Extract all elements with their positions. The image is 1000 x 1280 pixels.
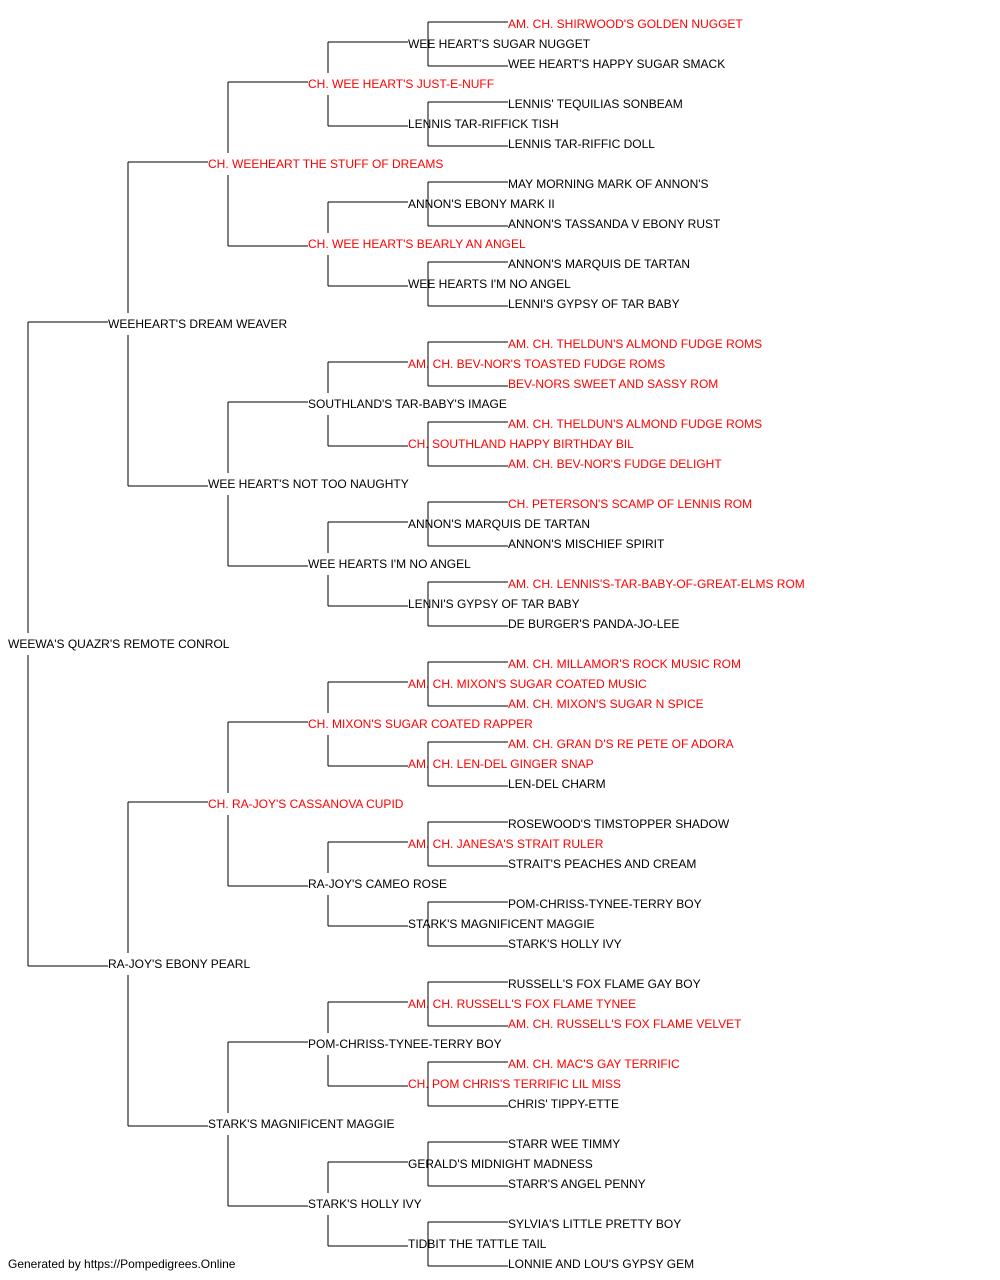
ancestor-name: DE BURGER'S PANDA-JO-LEE [508, 617, 679, 631]
ancestor-name: WEE HEARTS I'M NO ANGEL [408, 277, 571, 291]
ancestor-name: LEN-DEL CHARM [508, 777, 606, 791]
subject-dog-name: WEEWA'S QUAZR'S REMOTE CONROL [8, 637, 230, 651]
ancestor-name: POM-CHRISS-TYNEE-TERRY BOY [308, 1037, 502, 1051]
ancestor-name: CH. WEE HEART'S JUST-E-NUFF [308, 77, 494, 91]
ancestor-name: STARR'S ANGEL PENNY [508, 1177, 646, 1191]
ancestor-name: LENNIS TAR-RIFFIC DOLL [508, 137, 655, 151]
ancestor-name: RA-JOY'S EBONY PEARL [108, 957, 250, 971]
ancestor-name: BEV-NORS SWEET AND SASSY ROM [508, 377, 718, 391]
ancestor-name: LENNIS TAR-RIFFICK TISH [408, 117, 559, 131]
ancestor-name: AM. CH. MAC'S GAY TERRIFIC [508, 1057, 680, 1071]
ancestor-name: RUSSELL'S FOX FLAME GAY BOY [508, 977, 701, 991]
ancestor-name: WEE HEART'S HAPPY SUGAR SMACK [508, 57, 725, 71]
ancestor-name: WEE HEART'S NOT TOO NAUGHTY [208, 477, 409, 491]
ancestor-name: WEEHEART'S DREAM WEAVER [108, 317, 288, 331]
ancestor-name: ANNON'S MARQUIS DE TARTAN [408, 517, 590, 531]
ancestor-name: AM. CH. MIXON'S SUGAR COATED MUSIC [408, 677, 647, 691]
ancestor-name: ROSEWOOD'S TIMSTOPPER SHADOW [508, 817, 730, 831]
ancestor-name: WEE HEART'S SUGAR NUGGET [408, 37, 591, 51]
ancestor-name: MAY MORNING MARK OF ANNON'S [508, 177, 709, 191]
ancestor-name: AM. CH. JANESA'S STRAIT RULER [408, 837, 604, 851]
ancestor-name: CH. MIXON'S SUGAR COATED RAPPER [308, 717, 533, 731]
ancestor-name: ANNON'S EBONY MARK II [408, 197, 555, 211]
ancestor-name: STARK'S HOLLY IVY [308, 1197, 422, 1211]
ancestor-name: TIDBIT THE TATTLE TAIL [408, 1237, 547, 1251]
ancestor-name: LENNIS' TEQUILIAS SONBEAM [508, 97, 683, 111]
ancestor-name: AM. CH. MIXON'S SUGAR N SPICE [508, 697, 704, 711]
ancestor-name: AM. CH. BEV-NOR'S TOASTED FUDGE ROMS [408, 357, 665, 371]
ancestor-name: AM. CH. MILLAMOR'S ROCK MUSIC ROM [508, 657, 741, 671]
ancestor-name: AM. CH. BEV-NOR'S FUDGE DELIGHT [508, 457, 722, 471]
ancestor-name: POM-CHRISS-TYNEE-TERRY BOY [508, 897, 702, 911]
ancestor-name: ANNON'S MISCHIEF SPIRIT [508, 537, 665, 551]
ancestor-name: AM. CH. LENNIS'S-TAR-BABY-OF-GREAT-ELMS … [508, 577, 805, 591]
ancestor-name: AM. CH. RUSSELL'S FOX FLAME VELVET [508, 1017, 742, 1031]
ancestor-name: RA-JOY'S CAMEO ROSE [308, 877, 447, 891]
ancestor-name: CH. POM CHRIS'S TERRIFIC LIL MISS [408, 1077, 621, 1091]
ancestor-name: STARR WEE TIMMY [508, 1137, 620, 1151]
ancestor-name: CH. WEEHEART THE STUFF OF DREAMS [208, 157, 443, 171]
ancestor-name: CH. RA-JOY'S CASSANOVA CUPID [208, 797, 404, 811]
ancestor-name: STRAIT'S PEACHES AND CREAM [508, 857, 696, 871]
ancestor-name: STARK'S MAGNIFICENT MAGGIE [208, 1117, 395, 1131]
ancestor-name: WEE HEARTS I'M NO ANGEL [308, 557, 471, 571]
ancestor-name: AM. CH. SHIRWOOD'S GOLDEN NUGGET [508, 17, 743, 31]
ancestor-name: STARK'S MAGNIFICENT MAGGIE [408, 917, 595, 931]
footer-credit: Generated by https://Pompedigrees.Online [8, 1257, 236, 1271]
ancestor-name: CH. SOUTHLAND HAPPY BIRTHDAY BIL [408, 437, 634, 451]
ancestor-name: ANNON'S MARQUIS DE TARTAN [508, 257, 690, 271]
ancestor-name: AM. CH. THELDUN'S ALMOND FUDGE ROMS [508, 417, 762, 431]
ancestor-name: AM. CH. RUSSELL'S FOX FLAME TYNEE [408, 997, 636, 1011]
ancestor-name: AM. CH. LEN-DEL GINGER SNAP [408, 757, 594, 771]
ancestor-name: AM. CH. GRAN D'S RE PETE OF ADORA [508, 737, 734, 751]
ancestor-name: ANNON'S TASSANDA V EBONY RUST [508, 217, 721, 231]
ancestor-name: LONNIE AND LOU'S GYPSY GEM [508, 1257, 694, 1271]
ancestor-name: LENNI'S GYPSY OF TAR BABY [408, 597, 580, 611]
ancestor-name: CH. WEE HEART'S BEARLY AN ANGEL [308, 237, 526, 251]
ancestor-name: AM. CH. THELDUN'S ALMOND FUDGE ROMS [508, 337, 762, 351]
ancestor-name: STARK'S HOLLY IVY [508, 937, 622, 951]
ancestor-name: SOUTHLAND'S TAR-BABY'S IMAGE [308, 397, 507, 411]
ancestor-name: CHRIS' TIPPY-ETTE [508, 1097, 619, 1111]
ancestor-name: GERALD'S MIDNIGHT MADNESS [408, 1157, 593, 1171]
ancestor-name: SYLVIA'S LITTLE PRETTY BOY [508, 1217, 681, 1231]
ancestor-name: LENNI'S GYPSY OF TAR BABY [508, 297, 680, 311]
ancestor-name: CH. PETERSON'S SCAMP OF LENNIS ROM [508, 497, 752, 511]
